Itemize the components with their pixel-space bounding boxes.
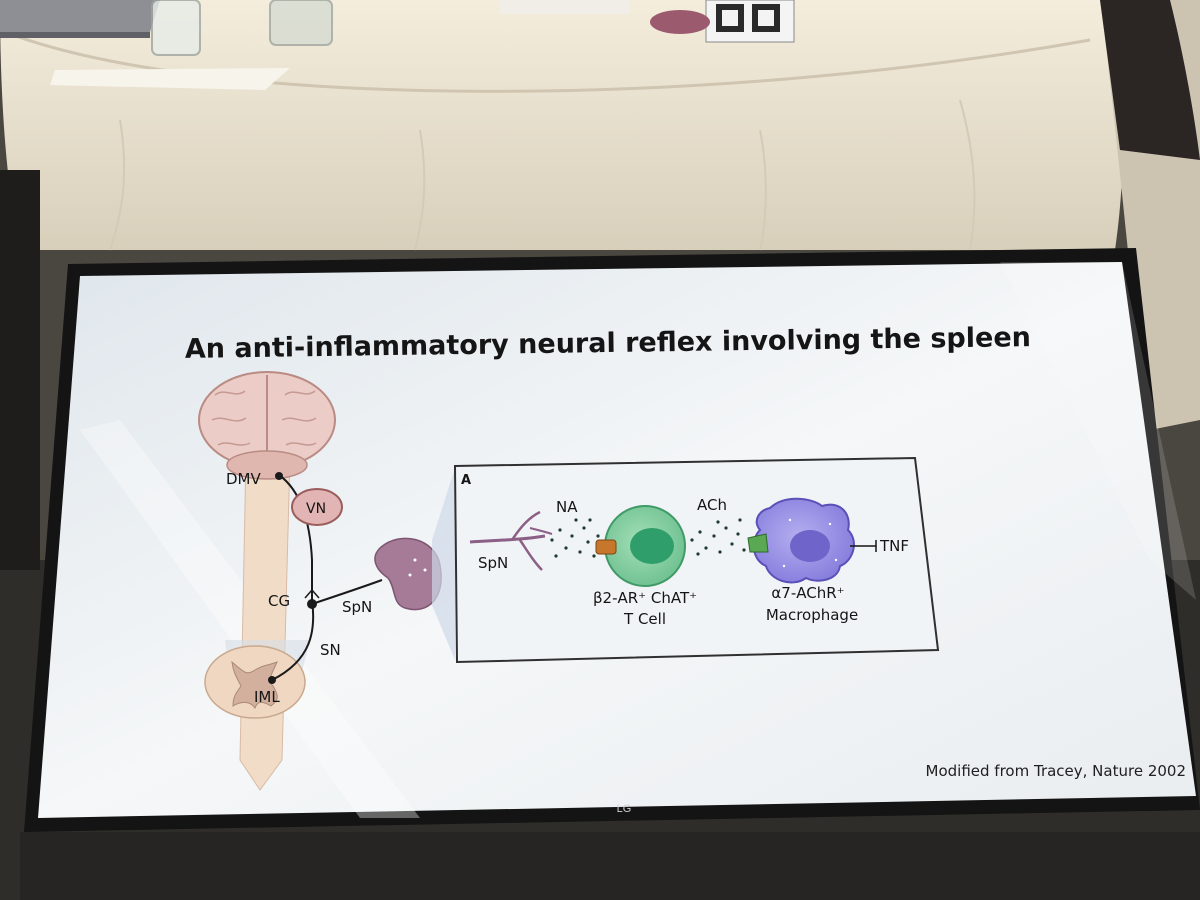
tablecloth <box>0 0 1123 250</box>
bottle <box>269 0 333 46</box>
label-cg: CG <box>268 592 290 610</box>
left-shadow <box>0 170 40 570</box>
macro-label-line1: α7-AChR⁺ <box>771 584 844 602</box>
inset-frame <box>453 456 940 664</box>
panel-letter: A <box>461 473 471 488</box>
inset-label-na: NA <box>556 498 578 516</box>
beta2-receptor <box>595 539 617 555</box>
tcell-label-line1: β2-AR⁺ ChAT⁺ <box>593 589 697 607</box>
paper-sheet <box>50 68 290 90</box>
brain <box>198 371 336 480</box>
macro-label-line2: Macrophage <box>766 606 858 624</box>
label-sn: SN <box>320 641 341 659</box>
label-dmv: DMV <box>226 470 261 488</box>
dmv-node <box>275 472 283 480</box>
iml-node <box>268 676 276 684</box>
inset-label-ach: ACh <box>697 496 727 514</box>
ach-particles <box>690 518 746 556</box>
candy-bowl <box>650 10 710 34</box>
a7-receptor <box>747 533 769 553</box>
spinal-cord <box>239 454 291 791</box>
tcell-label-line2: T Cell <box>623 610 666 628</box>
vn-node <box>291 488 343 526</box>
monitor-base-area <box>20 832 1200 900</box>
water-glass <box>151 0 201 56</box>
zoom-wedge <box>432 468 455 660</box>
label-tnf: TNF <box>879 537 909 555</box>
reflex-diagram: DMV VN CG SpN SN IML <box>198 371 455 791</box>
table <box>0 0 1123 251</box>
inset-panel: A SpN NA β2-AR⁺ ChAT⁺ T Cell ACh <box>453 456 940 664</box>
macrophage <box>747 497 855 584</box>
spleen <box>374 537 442 611</box>
label-iml: IML <box>254 688 280 706</box>
label-vn: VN <box>306 501 326 517</box>
slide-caption: Modified from Tracey, Nature 2002 <box>926 762 1186 780</box>
lg-logo: LG <box>617 803 632 815</box>
tablecloth-fold <box>0 28 1091 93</box>
splenic-nerve-path <box>311 579 383 605</box>
person-at-table <box>1100 0 1200 160</box>
brainstem <box>226 450 308 480</box>
label-spn: SpN <box>342 598 372 616</box>
inset-label-spn: SpN <box>478 554 508 572</box>
t-cell <box>595 505 686 587</box>
nerve-terminal <box>469 510 553 571</box>
cg-node <box>307 599 317 609</box>
laptop <box>0 0 160 32</box>
na-particles <box>550 518 600 558</box>
